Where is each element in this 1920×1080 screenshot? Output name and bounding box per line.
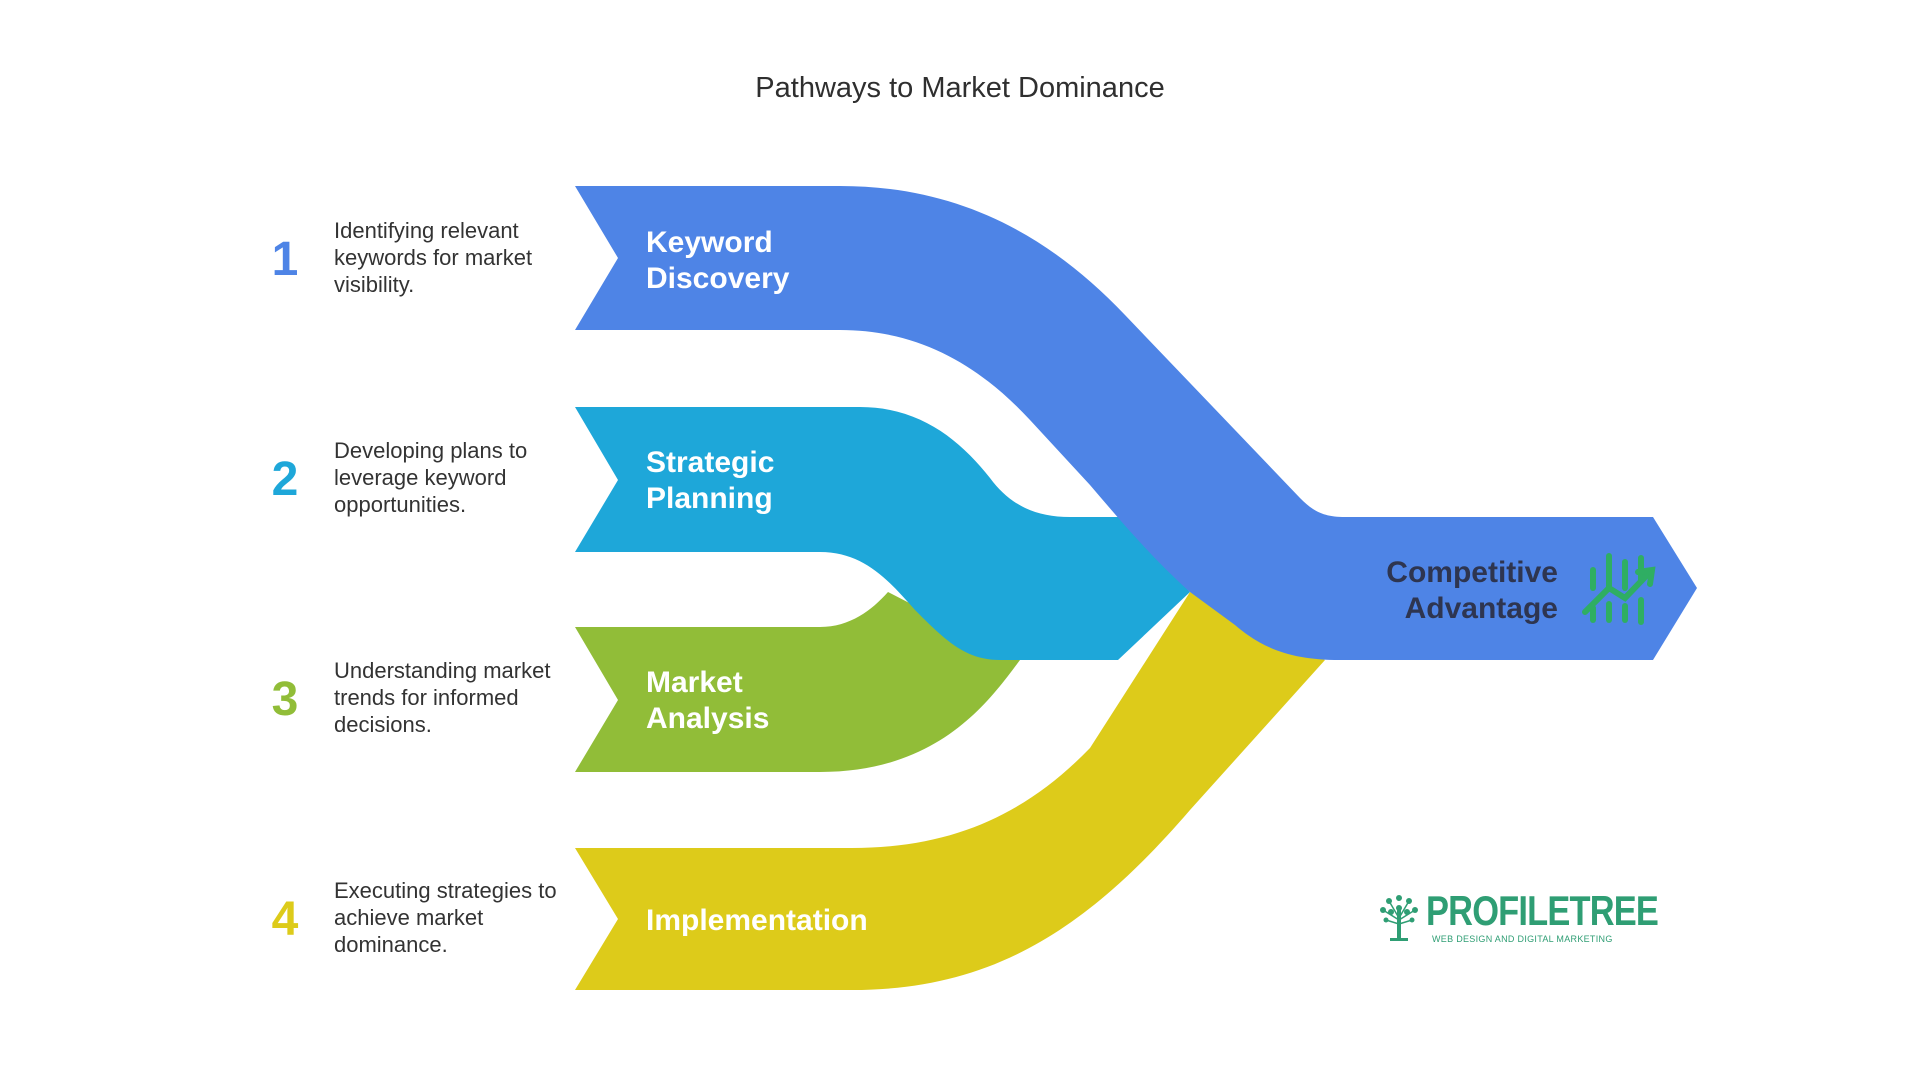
band-strategic-planning xyxy=(575,407,1190,660)
profiletree-logo: PROFILETREE WEB DESIGN AND DIGITAL MARKE… xyxy=(1376,888,1659,948)
outcome-label-line1: Competitive xyxy=(1386,556,1558,589)
step-description-2: Developing plans to leverage keyword opp… xyxy=(334,438,528,517)
label-market-line1: Market xyxy=(646,666,743,699)
step-description-3: Understanding market trends for informed… xyxy=(334,658,551,737)
label-strategic-line1: Strategic xyxy=(646,446,774,479)
step-number-2: 2 xyxy=(271,453,299,506)
label-keyword-line1: Keyword xyxy=(646,226,773,259)
outcome-label-line2: Advantage xyxy=(1405,592,1558,625)
logo-tagline: WEB DESIGN AND DIGITAL MARKETING xyxy=(1432,934,1613,944)
tree-icon xyxy=(1380,895,1418,941)
label-implementation: Implementation xyxy=(646,904,868,937)
label-keyword-line2: Discovery xyxy=(646,262,790,295)
step-number-4: 4 xyxy=(271,893,299,946)
step-description-1: Identifying relevant keywords for market… xyxy=(334,218,533,297)
growth-chart-icon xyxy=(1582,553,1656,625)
label-market-line2: Analysis xyxy=(646,702,769,735)
step-number-1: 1 xyxy=(271,233,299,286)
step-number-3: 3 xyxy=(271,673,299,726)
diagram-title: Pathways to Market Dominance xyxy=(755,72,1165,104)
band-keyword-discovery xyxy=(575,186,1697,660)
band-market-analysis xyxy=(575,592,1020,772)
step-description-4: Executing strategies to achieve market d… xyxy=(334,878,557,957)
band-implementation xyxy=(575,592,1325,990)
logo-name: PROFILETREE xyxy=(1426,887,1659,934)
label-strategic-line2: Planning xyxy=(646,482,773,515)
